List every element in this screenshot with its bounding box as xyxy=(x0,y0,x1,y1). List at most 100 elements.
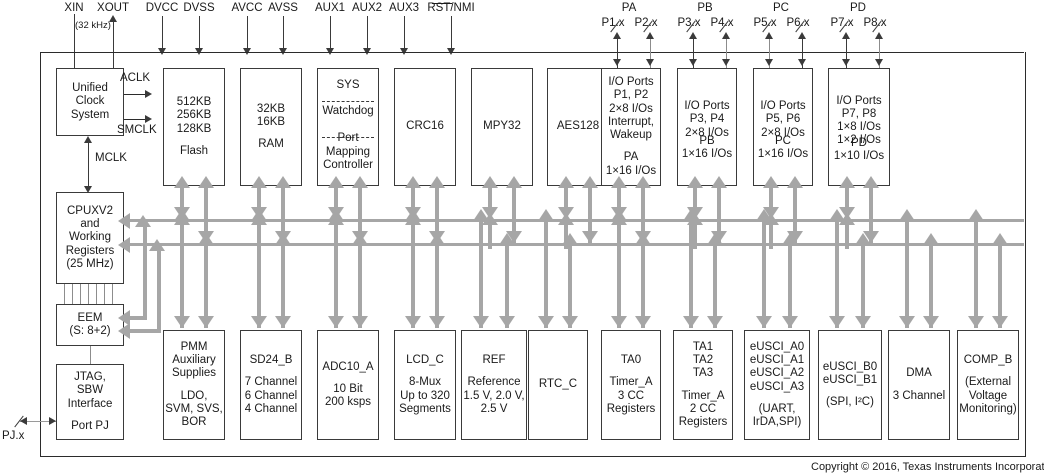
bus-ref-arrow-into-box2 xyxy=(499,316,516,328)
bus-ref-arrow-into-box xyxy=(472,316,489,328)
bus-flash-up-line xyxy=(179,188,184,219)
bus-aes128-arrow-to-box2 xyxy=(582,176,599,188)
bus-io-ports-pa-lo-line xyxy=(641,188,645,243)
comp-b-label: COMP_B xyxy=(963,354,1013,367)
box-cpuxv2[interactable]: CPUXV2 and Working Registers (25 MHz) xyxy=(56,192,124,284)
aux3-line xyxy=(404,16,405,52)
bus-sys-arrow-to-box xyxy=(327,176,344,188)
box-ta0[interactable]: TA0 Timer_A 3 CC Registers xyxy=(601,330,661,440)
sys-label: SYS xyxy=(336,79,360,91)
box-rtc-c[interactable]: RTC_C xyxy=(528,330,588,440)
bus-mpy32-cross xyxy=(487,223,492,249)
p7x-arrow-up xyxy=(842,32,850,39)
bus-lcd-c-arrow-to-rail xyxy=(404,209,421,221)
box-pmm[interactable]: PMM Auxiliary Supplies LDO, SVM, SVS, BO… xyxy=(163,330,225,440)
bus-ta0-arrow-to-rail2 xyxy=(635,233,651,245)
bus-mpy32-arrow-to-box xyxy=(481,176,498,188)
box-mpy32[interactable]: MPY32 xyxy=(471,68,533,186)
box-ta1-ta3[interactable]: TA1 TA2 TA3 Timer_A 2 CC Registers xyxy=(673,330,733,440)
bus-ta0-down-line2 xyxy=(641,245,645,328)
pin-label-dvss: DVSS xyxy=(183,2,215,14)
box-io-ports-pd[interactable]: I/O Ports P7, P8 1×8 I/Os 1×2 I/Os PD 1×… xyxy=(828,68,890,186)
bus-dma-arrow-to-rail2 xyxy=(923,233,940,245)
bus-io-ports-pd-up-line xyxy=(844,188,849,219)
bus-sd24-b-arrow-into-box xyxy=(250,316,267,328)
bus-sd24-b-arrow-to-rail2 xyxy=(275,233,292,245)
box-eem[interactable]: EEM (S: 8+2) xyxy=(56,304,124,346)
io-ports-pd-summary: PD 1×10 I/Os xyxy=(833,136,885,162)
bus-rtc-c-arrow-into-box xyxy=(538,316,554,328)
port-pj-label: Port PJ xyxy=(71,419,109,432)
box-lcd-c[interactable]: LCD_C 8-Mux Up to 320 Segments xyxy=(394,330,456,440)
box-comp-b[interactable]: COMP_B (External Voltage Monitoring) xyxy=(957,330,1019,440)
bus-aes128-cross-arrow xyxy=(557,213,574,225)
box-adc10-a[interactable]: ADC10_A 10 Bit 200 ksps xyxy=(317,330,379,440)
bus-eusci-a-down-line xyxy=(761,221,766,328)
box-io-ports-pa[interactable]: I/O Ports P1, P2 2×8 I/Os Interrupt, Wak… xyxy=(601,68,661,186)
box-unified-clock-system[interactable]: Unified Clock System xyxy=(56,68,124,136)
bus-io-ports-pb-arrow-to-box2 xyxy=(711,176,727,188)
aes128-label: AES128 xyxy=(556,120,600,133)
box-aes128[interactable]: AES128 xyxy=(547,68,609,186)
watchdog-label: Watchdog xyxy=(322,105,374,118)
avss-line xyxy=(283,16,284,52)
bus-ta1-ta3-arrow-to-rail xyxy=(683,209,699,221)
bus-adc10-a-arrow-to-rail xyxy=(327,209,344,221)
box-sd24-b[interactable]: SD24_B 7 Channel 6 Channel 4 Channel xyxy=(240,330,302,440)
bus-io-ports-pa-arrow-to-box2 xyxy=(635,176,651,188)
adc10-a-detail: 10 Bit 200 ksps xyxy=(324,382,372,409)
box-ram[interactable]: 32KB 16KB RAM xyxy=(240,68,302,186)
rst-nmi-line xyxy=(451,16,452,52)
bus-io-ports-pc-up-line xyxy=(769,188,773,219)
ta1-ta3-label: TA1 TA2 TA3 xyxy=(692,340,714,380)
box-io-ports-pc[interactable]: I/O Ports P5, P6 2×8 I/Os PC 1×16 I/Os xyxy=(753,68,813,186)
bus-sys-lo-line xyxy=(358,188,363,243)
box-io-ports-pb[interactable]: I/O Ports P3, P4 2×8 I/Os PB 1×16 I/Os xyxy=(677,68,737,186)
box-sys[interactable]: SYS Watchdog Port Mapping Controller xyxy=(317,68,379,186)
p2x-arrow-up xyxy=(646,32,654,39)
sd24-b-detail: 7 Channel 6 Channel 4 Channel xyxy=(244,376,298,415)
pin-label-rst-nmi: RST/NMI xyxy=(427,2,475,14)
xtal-frequency-note: (32 kHz) xyxy=(75,20,111,31)
pjx-line xyxy=(20,421,56,422)
bus-ta0-arrow-to-rail xyxy=(611,209,627,221)
bus-sd24-b-down-line xyxy=(256,221,261,328)
pin-label-p1x: P1.x xyxy=(601,17,625,29)
aux2-line xyxy=(367,16,368,52)
pin-label-p8x: P8.x xyxy=(863,17,887,29)
box-eusci-a[interactable]: eUSCI_A0 eUSCI_A1 eUSCI_A2 eUSCI_A3 (UAR… xyxy=(744,330,810,440)
bus-sd24-b-arrow-to-rail xyxy=(250,209,267,221)
box-ref[interactable]: REF Reference 1.5 V, 2.0 V, 2.5 V xyxy=(461,330,527,440)
p6x-arrow-down xyxy=(798,59,806,66)
port-group-label-pd: PD xyxy=(850,2,866,14)
bus-ram-lo-line xyxy=(281,188,286,243)
dma-detail: 3 Channel xyxy=(892,389,946,402)
p6x-line xyxy=(802,38,803,68)
box-flash[interactable]: 512KB 256KB 128KB Flash xyxy=(163,68,225,186)
box-dma[interactable]: DMA 3 Channel xyxy=(888,330,950,440)
bus-ta1-ta3-arrow-to-rail2 xyxy=(707,233,723,245)
p2x-arrow-down xyxy=(646,59,654,66)
p5x-line xyxy=(769,38,770,68)
bus-lcd-c-down-line2 xyxy=(435,245,440,328)
box-crc16[interactable]: CRC16 xyxy=(394,68,456,186)
box-jtag-sbw[interactable]: JTAG, SBW Interface Port PJ xyxy=(56,364,124,440)
bus-aes128-arrow-to-box xyxy=(557,176,574,188)
xin-line xyxy=(74,14,75,82)
bus-io-ports-pb-arrow-to-box xyxy=(687,176,703,188)
p8x-line xyxy=(879,38,880,68)
pin-label-p7x: P7.x xyxy=(830,17,854,29)
p4x-line xyxy=(726,38,727,68)
bus-ref-arrow-to-rail xyxy=(472,209,489,221)
sys-divider-2 xyxy=(322,137,374,138)
aux1-line xyxy=(330,16,331,52)
bus-rtc-c-arrow-into-box2 xyxy=(562,316,578,328)
bus-pmm-arrow-to-rail xyxy=(173,209,190,221)
bus-mpy32-arrow-to-box2 xyxy=(506,176,523,188)
bus-flash-arrow-to-box xyxy=(173,176,190,188)
box-eusci-b[interactable]: eUSCI_B0 eUSCI_B1 (SPI, I²C) xyxy=(818,330,882,440)
bus-crc16-arrow-to-box xyxy=(404,176,421,188)
lcd-c-detail: 8-Mux Up to 320 Segments xyxy=(399,376,451,415)
pin-label-p4x: P4.x xyxy=(710,17,734,29)
aclk-line xyxy=(124,94,146,95)
